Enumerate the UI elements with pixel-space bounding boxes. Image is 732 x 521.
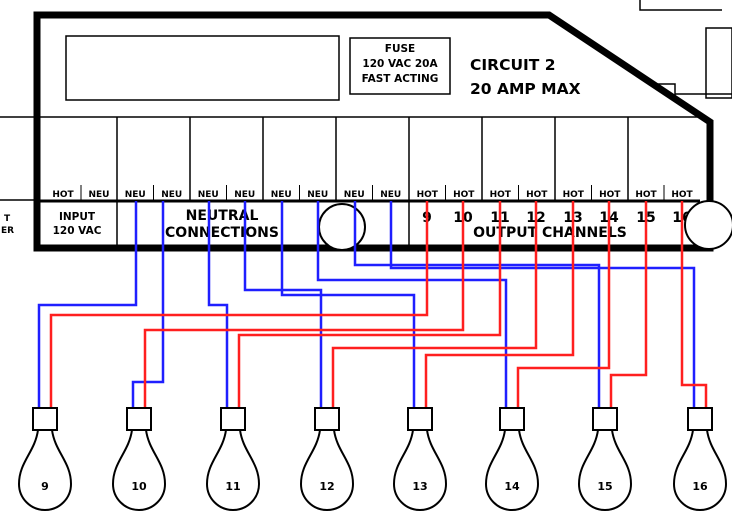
bulb-label: 11 [225,480,240,493]
bulb-socket [407,407,433,431]
bulb-socket [499,407,525,431]
bulb-label: 15 [597,480,612,493]
bulb-glass [392,429,448,511]
bulb: 12 [299,407,355,511]
circuit-title: CIRCUIT 2 [470,56,556,74]
neutral-wire [353,201,601,408]
input-neu-terminal: NEU [89,190,110,200]
bulb-label: 9 [41,480,49,493]
output-hot-terminal: HOT [453,190,475,200]
input-label: INPUT [59,211,96,223]
left-partial-label-2: ER [1,226,14,236]
bulb-label: 12 [319,480,334,493]
fuse-label: FUSE [385,43,415,55]
neutral-wire [316,201,508,408]
bulb-label: 14 [504,480,520,493]
bulb-label: 16 [692,480,708,493]
hot-wire [609,201,648,408]
bulb-label: 10 [131,480,147,493]
input-voltage: 120 VAC [53,225,102,237]
mounting-hole [318,203,366,251]
bulb-socket [592,407,618,431]
hot-wire [516,201,611,408]
neutral-terminal: NEU [198,190,219,200]
mounting-hole [684,200,732,250]
terminal-strip: HOT NEU NEU NEU NEU NEU NEU NEU NEU NEU HOT HOT HOT H… [0,116,700,248]
bulb: 11 [205,407,261,511]
neutral-wire [37,201,138,408]
bulb: 16 [672,407,728,511]
fuse-type: FAST ACTING [362,73,439,85]
neutral-terminal: NEU [344,190,365,200]
bulb: 15 [577,407,633,511]
fuse-rating: 120 VAC 20A [362,58,438,70]
bulb-socket [314,407,340,431]
hot-wire [143,201,465,408]
hot-wire [49,201,429,408]
bulb-label: 13 [412,480,427,493]
bulb: 9 [17,407,73,511]
bulb-socket [687,407,713,431]
fuse-box [349,37,451,95]
bulb: 10 [111,407,167,511]
neutral-terminal: NEU [234,190,255,200]
circuit-rating: 20 AMP MAX [470,80,581,98]
neutral-terminal: NEU [161,190,182,200]
neutral-wire [207,201,229,408]
bulb-glass [672,429,728,511]
neutral-terminal: NEU [380,190,401,200]
display-window [65,35,340,101]
bulb-glass [111,429,167,511]
input-hot-terminal: HOT [52,190,74,200]
neutral-terminal: NEU [307,190,328,200]
output-hot-terminal: HOT [635,190,657,200]
hot-wire [424,201,575,408]
hot-wire [331,201,538,408]
bulb-socket [32,407,58,431]
neutral-label: NEUTRAL [186,208,259,224]
neutral-terminal: NEU [125,190,146,200]
bulb: 14 [484,407,540,511]
output-hot-terminal: HOT [417,190,439,200]
bulb-glass [17,429,73,511]
output-hot-terminal: HOT [563,190,585,200]
neutral-wire [131,201,165,408]
bulb: 13 [392,407,448,511]
neutral-wire [389,201,696,408]
output-hot-terminal: HOT [526,190,548,200]
neutral-wire [280,201,416,408]
output-hot-terminal: HOT [490,190,512,200]
bulb-glass [299,429,355,511]
neutral-terminal: NEU [271,190,292,200]
bulb-glass [484,429,540,511]
bulb-glass [205,429,261,511]
output-hot-terminal: HOT [671,190,693,200]
bulb-socket [220,407,246,431]
bulb-glass [577,429,633,511]
neutral-label-2: CONNECTIONS [165,225,279,241]
output-label: OUTPUT CHANNELS [473,225,627,241]
left-partial-label-1: T [4,214,11,224]
hot-wire [237,201,502,408]
output-hot-terminal: HOT [599,190,621,200]
hot-wire [680,201,708,408]
bulb-socket [126,407,152,431]
